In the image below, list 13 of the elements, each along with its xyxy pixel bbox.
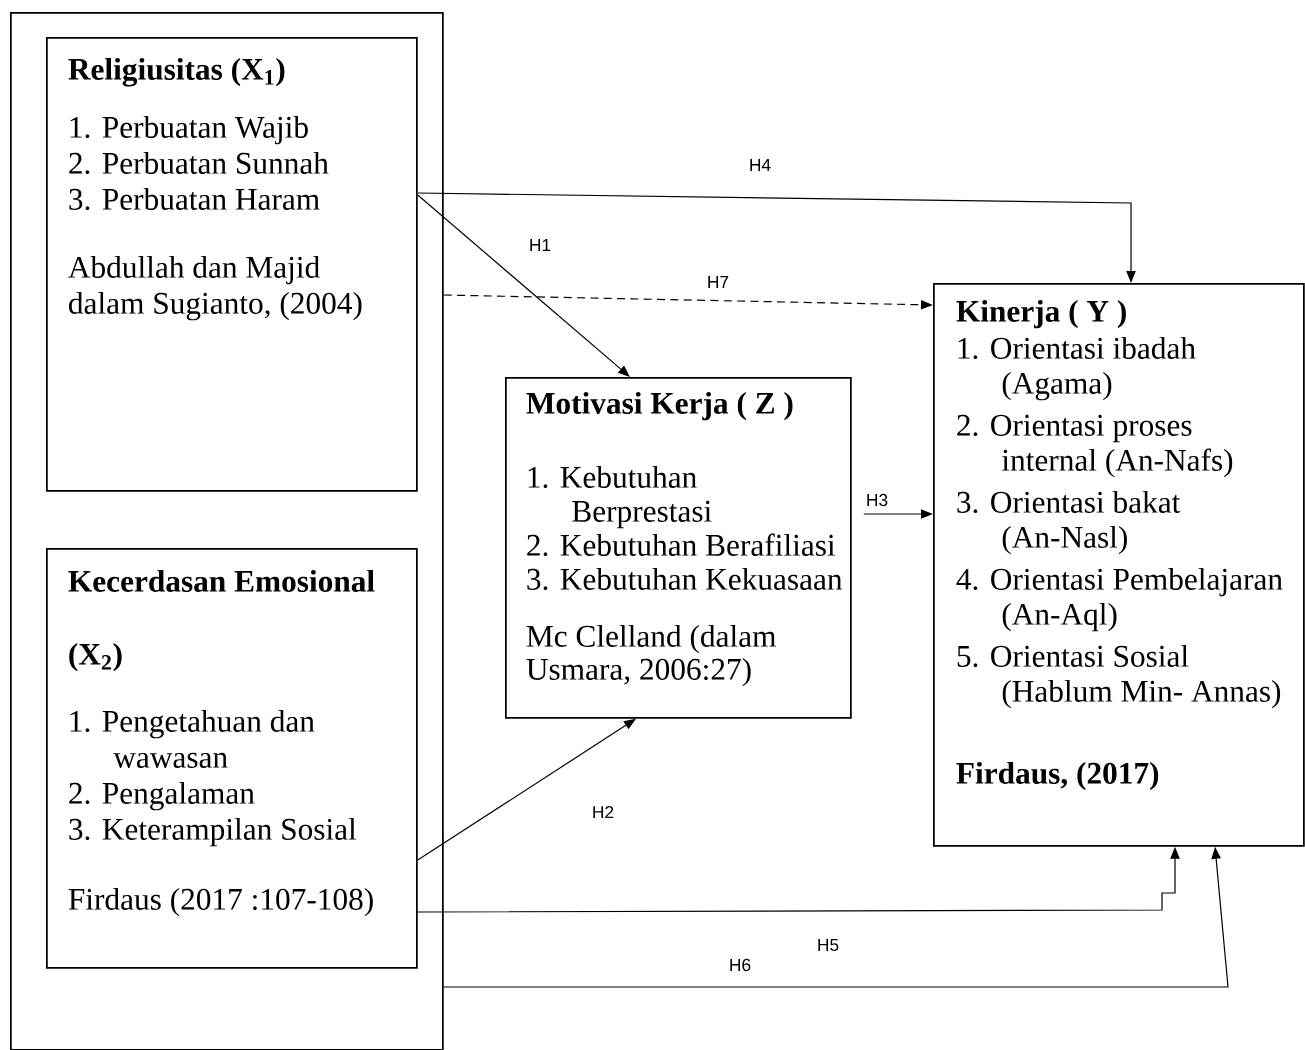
edge-label: H4 — [747, 157, 773, 173]
frame-box — [10, 12, 444, 1050]
concept-box: Kinerja ( Y ) 1. Orientasi ibadah (Agama) 2. Orientasi proses internal (An-Nafs) 3. Orientasi bakat (An-Nasl) 4. Orientasi Pembelajaran (An-Aql) 5. Orientasi Sosial (Hablum Min- Annas) Firdaus, (2017) — [933, 283, 1305, 847]
edge-label: H5 — [815, 937, 841, 953]
edge-label: H3 — [864, 492, 890, 508]
edge-label: H1 — [527, 237, 553, 253]
concept-box: Religiusitas (X$_{1}$) 1. Perbuatan Wajib 2. Perbuatan Sunnah 3. Perbuatan Haram Abdullah dan Majid dalam Sugianto, (2004) — [46, 37, 418, 492]
arrow — [417, 194, 630, 377]
edge-label: H7 — [705, 274, 731, 290]
edge-label: H2 — [590, 804, 616, 820]
concept-box: Motivasi Kerja ( Z ) 1. Kebutuhan Berprestasi 2. Kebutuhan Berafiliasi 3. Kebutuhan Kekuasaan Mc Clelland (dalam Usmara, 2006:27) — [505, 377, 852, 719]
edge-label: H6 — [727, 957, 753, 973]
concept-box: Kecerdasan Emosional (X$_{2}$) 1. Pengetahuan dan wawasan 2. Pengalaman 3. Keterampilan Sosial Firdaus (2017 :107-108) — [46, 548, 418, 969]
